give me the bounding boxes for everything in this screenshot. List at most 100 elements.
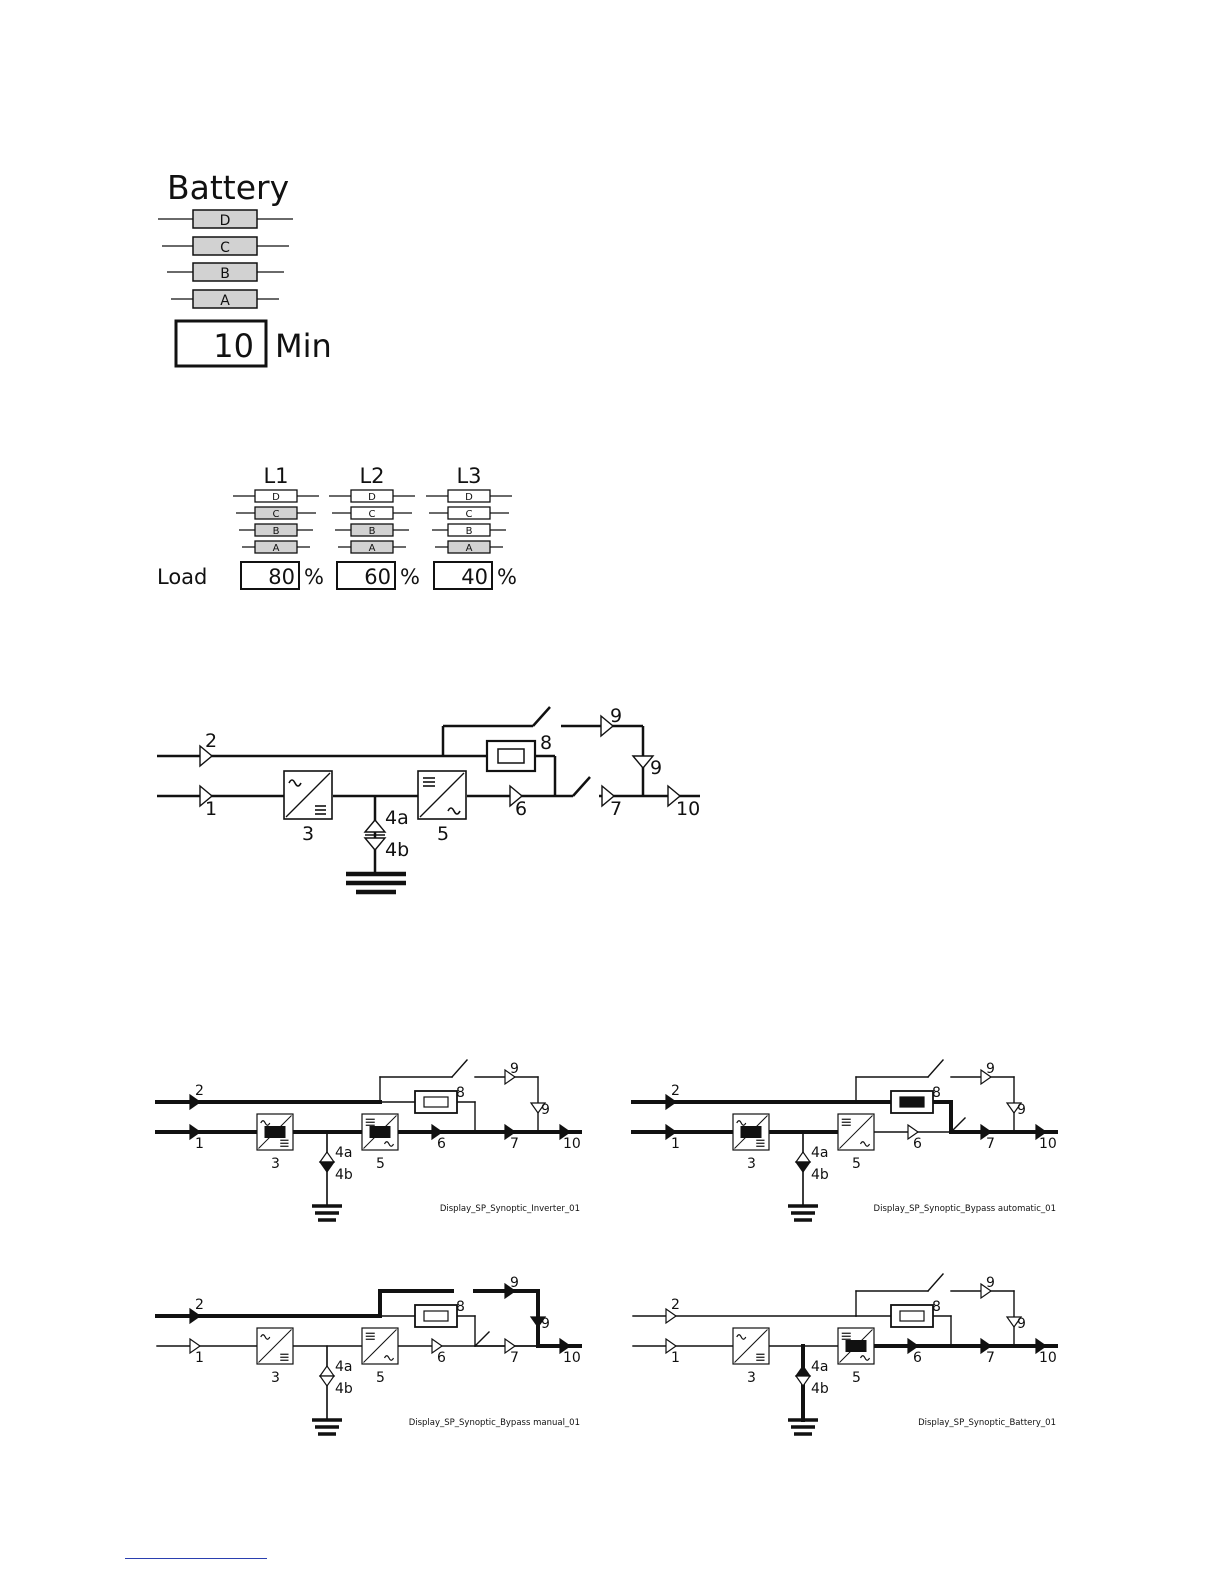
load-value-box <box>433 561 493 590</box>
inverter-icon <box>417 770 467 820</box>
rectifier-icon <box>256 1327 294 1365</box>
load-unit: % <box>400 565 420 589</box>
battery-title: Battery <box>167 168 289 207</box>
load-level-label: D <box>272 492 280 503</box>
flow-arrow <box>980 1068 993 1086</box>
load-level-label: D <box>465 492 473 503</box>
flow-arrow <box>504 1282 517 1300</box>
synoptic-label: 5 <box>376 1370 385 1386</box>
static-bypass-icon <box>890 1304 934 1328</box>
flow-arrow <box>665 1337 678 1355</box>
flow-arrow <box>665 1123 678 1141</box>
synoptic-label: 9 <box>510 1061 519 1077</box>
battery-level-label: A <box>220 293 230 309</box>
load-level-label: D <box>368 492 376 503</box>
label-inverter: 5 <box>437 823 449 845</box>
synoptic-label: 8 <box>932 1085 941 1101</box>
load-level-label: B <box>369 526 376 537</box>
synoptic-label: 8 <box>932 1299 941 1315</box>
rectifier-icon <box>256 1113 294 1151</box>
load-level-bar <box>447 540 491 554</box>
synoptic-label: 3 <box>747 1156 756 1172</box>
flow-arrow <box>318 1364 336 1377</box>
synoptic-label: 3 <box>747 1370 756 1386</box>
battery-runtime-value: 10 <box>213 327 254 365</box>
synoptic-label: 10 <box>1039 1136 1057 1152</box>
synoptic-label: 9 <box>1017 1316 1026 1332</box>
load-level-bar <box>447 506 491 520</box>
flow-arrow <box>189 1093 202 1111</box>
inverter-icon <box>837 1113 875 1151</box>
label-bypass-static: 8 <box>540 732 552 754</box>
label-bat-b: 4b <box>385 839 409 861</box>
synoptic-label: 8 <box>456 1085 465 1101</box>
load-level-bar <box>350 523 394 537</box>
synoptic-label: 6 <box>913 1350 922 1366</box>
footer-rule <box>125 1558 267 1559</box>
flow-arrow <box>431 1337 444 1355</box>
flow-arrow <box>529 1102 547 1115</box>
synoptic-label: 1 <box>671 1136 680 1152</box>
label-out7: 7 <box>610 798 622 820</box>
inverter-icon <box>837 1327 875 1365</box>
battery-runtime-unit: Min <box>275 327 332 365</box>
load-level-bar <box>447 489 491 503</box>
caption-bypass-auto: Display_SP_Synoptic_Bypass automatic_01 <box>874 1204 1056 1214</box>
synoptic-label: 7 <box>510 1136 519 1152</box>
inverter-icon <box>361 1113 399 1151</box>
flow-arrow <box>504 1337 517 1355</box>
flow-arrow <box>980 1282 993 1300</box>
battery-bargraph: D C B A <box>158 209 293 309</box>
flow-arrow <box>318 1375 336 1388</box>
synoptic-label: 8 <box>456 1299 465 1315</box>
load-level-label: B <box>466 526 473 537</box>
load-level-bar <box>350 506 394 520</box>
rectifier-icon <box>732 1113 770 1151</box>
battery-level-a: A <box>171 289 279 309</box>
static-bypass-icon <box>485 739 537 773</box>
caption-battery: Display_SP_Synoptic_Battery_01 <box>918 1418 1056 1428</box>
label-rectifier: 3 <box>302 823 314 845</box>
synoptic-label: 1 <box>195 1350 204 1366</box>
static-bypass-icon <box>414 1090 458 1114</box>
caption-bypass-manual: Display_SP_Synoptic_Bypass manual_01 <box>409 1418 580 1428</box>
load-value: 40 <box>461 565 488 589</box>
flow-arrow <box>794 1364 812 1377</box>
synoptic-label: 2 <box>195 1297 204 1313</box>
synoptic-label: 9 <box>541 1102 550 1118</box>
flow-arrow <box>504 1123 517 1141</box>
synoptic-label: 10 <box>563 1350 581 1366</box>
label-manual-out: 9 <box>610 705 622 727</box>
synoptic-label: 9 <box>1017 1102 1026 1118</box>
synoptic-label: 5 <box>376 1156 385 1172</box>
synoptic-label: 9 <box>986 1275 995 1291</box>
load-value-box <box>336 561 396 590</box>
synoptic-label: 4b <box>811 1381 829 1397</box>
battery-level-c: C <box>162 236 289 256</box>
flow-arrow <box>1005 1316 1023 1329</box>
load-unit: % <box>497 565 517 589</box>
label-bat-a: 4a <box>385 807 409 829</box>
synoptic-label: 6 <box>913 1136 922 1152</box>
label-manual-in: 9 <box>650 757 662 779</box>
static-bypass-icon <box>890 1090 934 1114</box>
synoptic-label: 7 <box>986 1136 995 1152</box>
battery-level-label: B <box>220 266 230 282</box>
synoptic-label: 5 <box>852 1370 861 1386</box>
load-value: 60 <box>364 565 391 589</box>
flow-arrow <box>189 1307 202 1325</box>
synoptic-label: 3 <box>271 1370 280 1386</box>
synoptic-label: 6 <box>437 1136 446 1152</box>
synoptic-label: 3 <box>271 1156 280 1172</box>
synoptic-label: 10 <box>1039 1350 1057 1366</box>
flow-arrow <box>559 1337 572 1355</box>
load-phase-title: L3 <box>456 464 481 488</box>
synoptic-label: 9 <box>541 1316 550 1332</box>
rectifier-icon <box>732 1327 770 1365</box>
flow-arrow <box>907 1337 920 1355</box>
